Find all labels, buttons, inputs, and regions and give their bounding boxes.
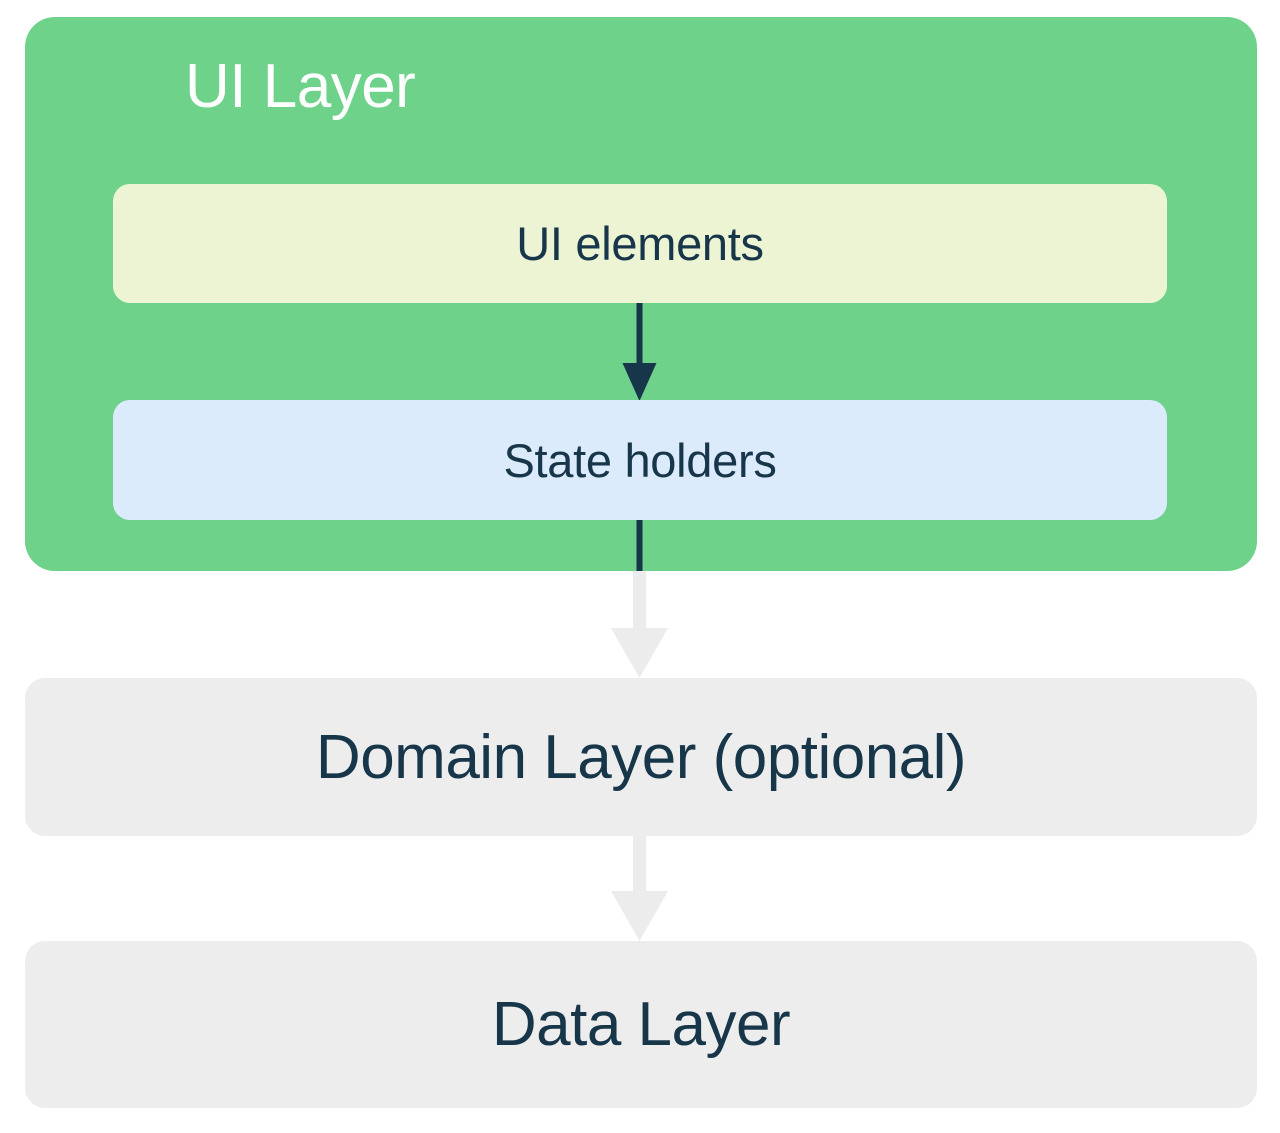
state-holders-box: State holders xyxy=(113,400,1167,520)
domain-layer-label: Domain Layer (optional) xyxy=(315,722,967,792)
ui-layer-container: UI Layer UI elements State holders xyxy=(25,17,1257,571)
ui-elements-box: UI elements xyxy=(113,184,1167,303)
arrow-ui-elements-to-state-holders xyxy=(622,303,657,571)
state-holders-label: State holders xyxy=(503,433,777,487)
ui-elements-label: UI elements xyxy=(516,217,764,270)
data-layer-box: Data Layer xyxy=(25,941,1257,1108)
data-layer-label: Data Layer xyxy=(491,990,791,1059)
domain-layer-box: Domain Layer (optional) xyxy=(25,678,1257,836)
ui-layer-title: UI Layer xyxy=(185,52,416,121)
